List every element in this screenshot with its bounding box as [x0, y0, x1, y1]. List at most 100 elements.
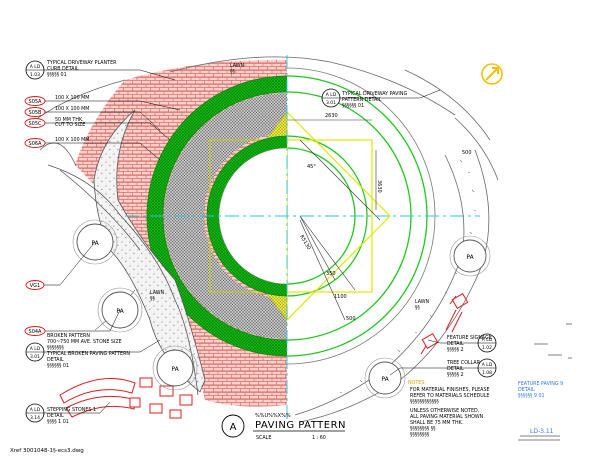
- notes-line-1: FOR MATERIAL FINISHES, PLEASE: [410, 387, 490, 393]
- tag-label: VG1: [30, 283, 40, 289]
- bubble-top: A LD: [30, 407, 41, 413]
- label-feature-paving-code: §§§§§§ 9 01: [518, 393, 545, 399]
- tag-label: S05C: [28, 121, 42, 127]
- label-lawn-right-2: §§: [415, 305, 420, 311]
- section-bubble-planter[interactable]: A LD 1.03: [25, 60, 45, 80]
- drawing-title-block: A %%U%%X%% PAVING PATTERN SCALE 1 : 60: [221, 413, 346, 441]
- tag-s05c[interactable]: S05C: [24, 118, 46, 128]
- notes-line-8: §§§§§§§§: [410, 432, 430, 438]
- dim-500-inner: 500: [346, 316, 356, 322]
- title-scale-value: 1 : 60: [312, 435, 326, 441]
- label-feature-signage-code: §§§§§ 2: [447, 347, 464, 353]
- label-paver-3b: CUT TO SIZE: [55, 122, 85, 128]
- pa-label: PA: [91, 240, 99, 247]
- feature-paving-reference[interactable]: FEATURE PAVING 9 DETAIL §§§§§§ 9 01: [518, 381, 563, 399]
- tag-label: S05B: [29, 110, 43, 116]
- dim-500-outer: 500: [462, 150, 472, 156]
- section-bubble-driveway-paving[interactable]: A LD 3.01: [321, 88, 341, 108]
- tag-vg1[interactable]: VG1: [25, 280, 45, 290]
- bubble-bottom: 1.02: [482, 345, 492, 351]
- label-driveway-planter: TYPICAL DRIVEWAY PLANTER: [46, 60, 117, 66]
- right-lawn-boundaries: [169, 56, 499, 423]
- notes-line-5: ALL PAVING MATERIAL SHOWN: [410, 414, 484, 420]
- label-paver-4: 100 X 100 MM: [55, 137, 89, 143]
- notes-line-7: §§§§§§§§ §§: [410, 426, 436, 432]
- dimensions: 2630 500 3630 45° R5130 350 1100 500: [298, 113, 471, 322]
- label-feature-paving-detail: DETAIL: [518, 387, 535, 393]
- label-lawn-mid: LAWN: [150, 290, 165, 296]
- title-marker-circle: [221, 414, 245, 438]
- right-annotations: TYPICAL DRIVEWAY PAVING PATTERN DETAIL §…: [341, 91, 492, 378]
- label-paver-1: 100 X 100 MM: [55, 95, 89, 101]
- label-curb-detail: CURB DETAIL: [47, 66, 79, 72]
- pa-tree-pit-left-lower: PA: [152, 345, 198, 391]
- right-planter-dots: [339, 159, 477, 394]
- stepping-stones: [59, 377, 193, 419]
- label-stepping-code: §§§§ 1 01: [47, 419, 69, 425]
- title-marker-letter: A: [230, 422, 237, 433]
- margin-marks: [518, 323, 572, 441]
- bubble-bottom: 1.08: [482, 370, 492, 376]
- section-bubble-broken-paving[interactable]: A LD 3.01: [25, 342, 45, 362]
- notes-heading: NOTES:: [408, 380, 426, 386]
- label-typical-broken-code: §§§§§§ 01: [47, 363, 69, 369]
- notes-block: NOTES: FOR MATERIAL FINISHES, PLEASE REF…: [408, 380, 490, 438]
- label-feature-paving: FEATURE PAVING 9: [518, 381, 563, 387]
- material-tags: S05A S05B S05C S06A VG1 S04A: [24, 96, 46, 336]
- bubble-bottom: 3.01: [30, 354, 40, 360]
- label-feature-signage-detail: DETAIL: [447, 341, 464, 347]
- notes-line-2: REFER TO MATERIALS SCHEDULE: [410, 393, 489, 399]
- bubble-bottom: 3.01: [326, 100, 336, 106]
- title-main: PAVING PATTERN: [255, 420, 346, 431]
- bubble-top: A LD: [482, 337, 493, 343]
- label-planter-code: §§§§§ 01: [47, 72, 67, 78]
- tag-label: S05A: [29, 99, 43, 105]
- bubble-top: A LD: [30, 64, 41, 70]
- dim-45-degree: 45°: [307, 164, 316, 170]
- tag-s05a[interactable]: S05A: [24, 96, 46, 106]
- label-stepping-stones: STEPPING STONES 1: [47, 407, 96, 413]
- label-feature-signage: FEATURE SIGNAGE: [447, 335, 492, 341]
- label-paver-3: 50 MM THK.: [55, 117, 84, 123]
- label-lawn-top-2: §§: [230, 69, 235, 75]
- label-lawn-mid-2: §§: [150, 296, 155, 302]
- bubble-top: A LD: [30, 346, 41, 352]
- label-lawn-right: LAWN: [415, 299, 430, 305]
- label-tree-collar-code: §§§§§ 2: [447, 372, 464, 378]
- pa-tree-pit-right-upper: PA: [449, 235, 491, 277]
- tag-label: S04A: [29, 329, 43, 335]
- bubble-bottom: 3.14: [30, 415, 40, 421]
- bubble-top: A LD: [326, 92, 337, 98]
- label-tree-collar: TREE COLLAR: [446, 360, 481, 366]
- tag-s05b[interactable]: S05B: [24, 107, 46, 117]
- tag-s04a[interactable]: S04A: [24, 326, 46, 336]
- pa-label: PA: [116, 308, 124, 315]
- tag-s06a[interactable]: S06A: [24, 138, 46, 148]
- label-driveway-paving: TYPICAL DRIVEWAY PAVING: [341, 91, 407, 97]
- label-tree-collar-detail: DETAIL: [447, 366, 464, 372]
- pa-label: PA: [466, 254, 474, 261]
- notes-line-4: UNLESS OTHERWISE NOTED,: [410, 408, 480, 414]
- label-broken-pattern: BROKEN PATTERN: [47, 333, 90, 339]
- xref-file-name: Xref 3001048-1§-ecs3.dwg: [10, 448, 84, 454]
- leader-lines: [44, 69, 478, 414]
- north-arrow-icon: [481, 63, 503, 85]
- title-scale-label: SCALE: [256, 435, 271, 441]
- dim-3630: 3630: [376, 180, 382, 193]
- left-annotations: TYPICAL DRIVEWAY PLANTER CURB DETAIL §§§…: [46, 60, 245, 425]
- dim-r5130: R5130: [298, 234, 311, 251]
- pa-label: PA: [381, 376, 389, 383]
- label-driveway-paving-3: §§§§§§ 01: [342, 103, 364, 109]
- dim-2630: 2630: [325, 113, 338, 119]
- label-broken-code: §§§§§§§: [47, 345, 64, 351]
- bubble-top: A LD: [482, 362, 493, 368]
- label-paver-2: 100 X 100 MM: [55, 106, 89, 112]
- dim-1100: 1100: [334, 294, 347, 300]
- label-stepping-detail: DETAIL: [47, 413, 64, 419]
- section-bubble-tree-collar[interactable]: A LD 1.08: [477, 358, 497, 378]
- label-driveway-paving-2: PATTERN DETAIL: [342, 97, 382, 103]
- label-broken-stone-size: 700~750 MM AVE. STONE SIZE: [47, 339, 122, 345]
- tag-label: S06A: [29, 141, 43, 147]
- section-bubble-stepping-stones[interactable]: A LD 3.14: [25, 403, 45, 423]
